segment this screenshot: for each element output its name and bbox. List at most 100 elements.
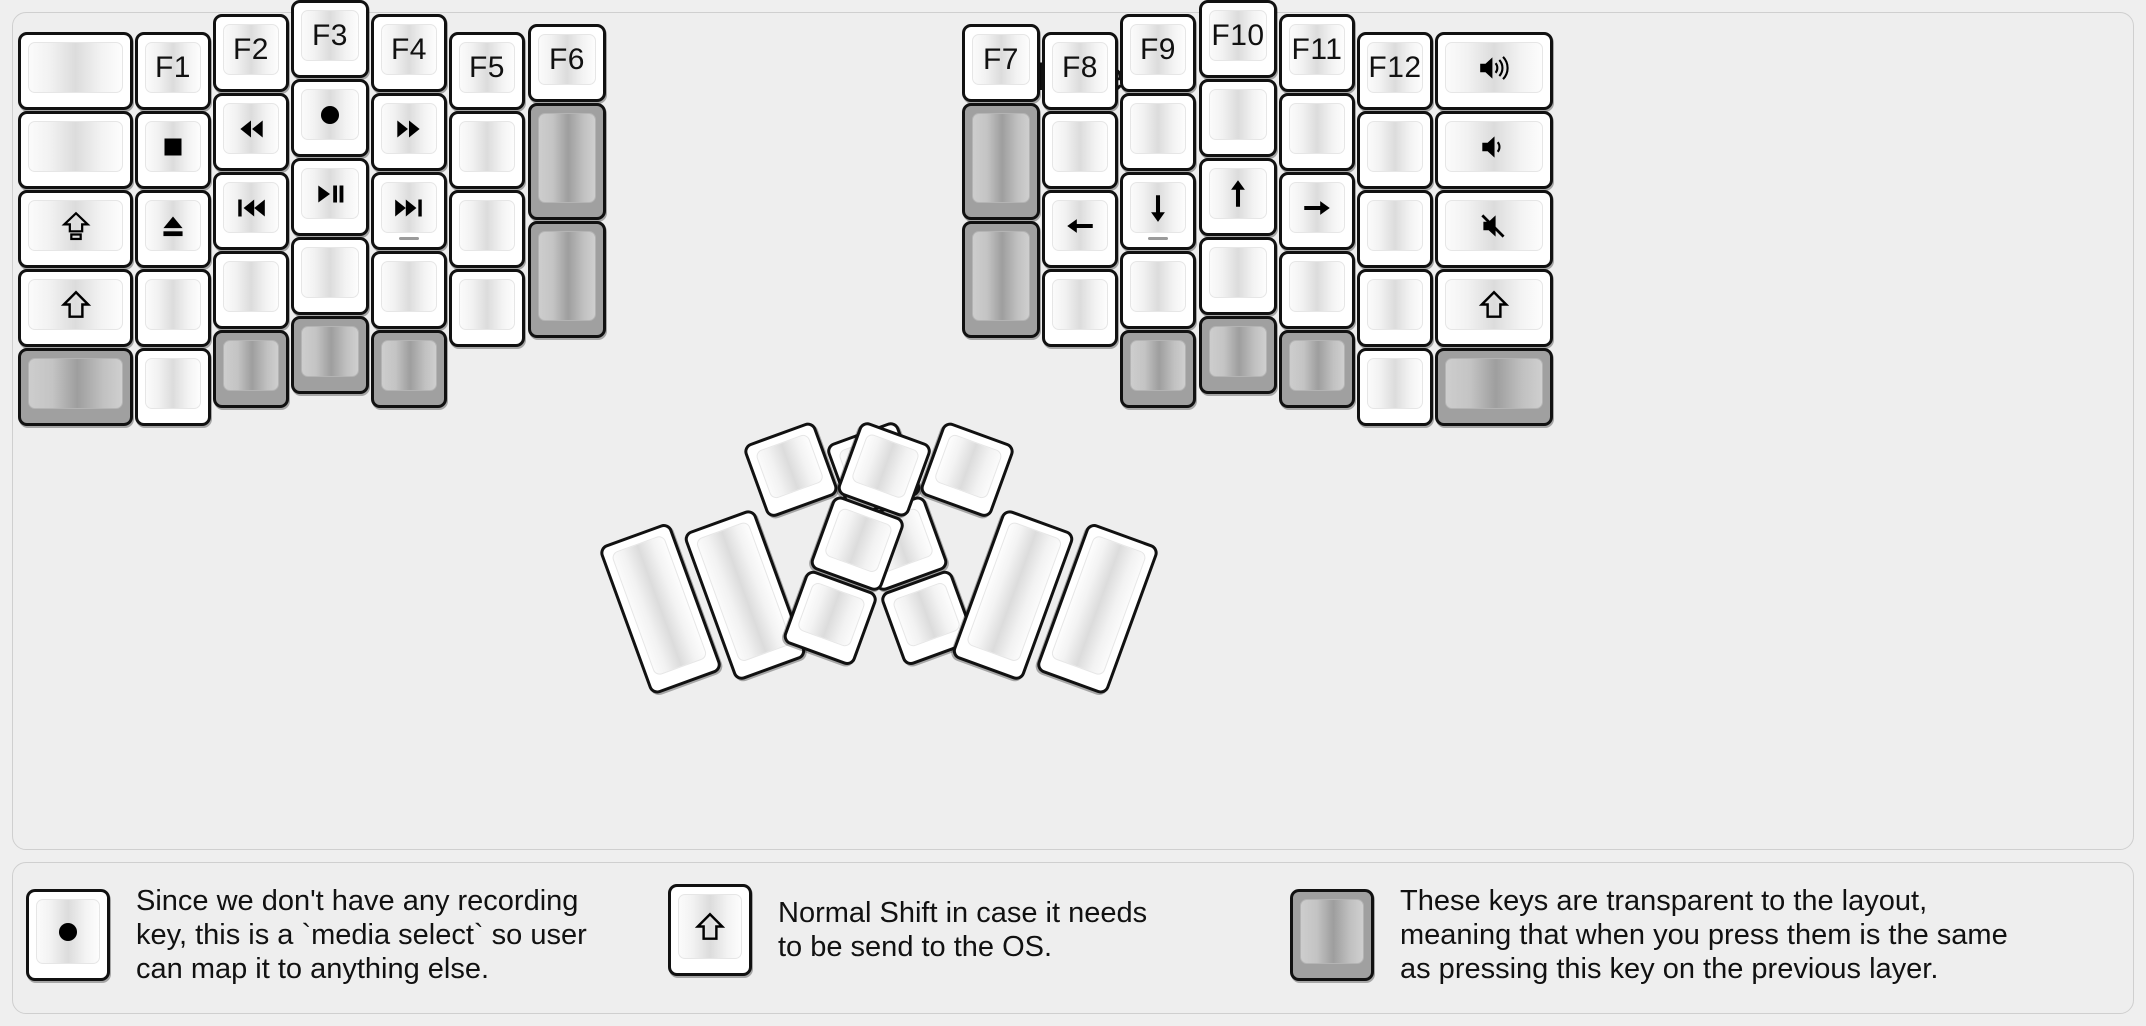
right-col-pinky-outer-key-2[interactable] — [1435, 111, 1553, 189]
left-col-middle-key-4[interactable] — [291, 237, 369, 315]
right-col-pinky-outer-key-4[interactable] — [1435, 269, 1553, 347]
keycap-face — [1130, 261, 1186, 312]
left-col-index-key-2[interactable] — [371, 93, 447, 171]
right-col-middle-key-2[interactable] — [1199, 79, 1277, 157]
right-col-middle-key-3[interactable] — [1199, 158, 1277, 236]
keycap-face: F9 — [1130, 24, 1186, 75]
keycap-face — [1367, 121, 1423, 172]
right-col-ring-key-4[interactable] — [1279, 251, 1355, 329]
left-col-middle-key-1[interactable]: F3 — [291, 0, 369, 78]
key-label: F2 — [232, 32, 269, 66]
right-col-pinky-key-2[interactable] — [1357, 111, 1433, 189]
left-col-pinky-key-3[interactable] — [135, 190, 211, 268]
right-col-pinky-key-3[interactable] — [1357, 190, 1433, 268]
keycap-face — [1445, 42, 1543, 93]
left-col-index-key-3[interactable] — [371, 172, 447, 250]
right-col-middle-key-1[interactable]: F10 — [1199, 0, 1277, 78]
keycap-face — [823, 506, 894, 574]
left-col-index-inner-key-3[interactable] — [449, 190, 525, 268]
arrow-left-icon — [1063, 209, 1097, 243]
left-col-index-key-5[interactable] — [371, 330, 447, 408]
left-col-ring-key-4[interactable] — [213, 251, 289, 329]
arrow-down-icon — [1141, 191, 1175, 225]
right-col-ring-key-1[interactable]: F11 — [1279, 14, 1355, 92]
left-col-ring-key-5[interactable] — [213, 330, 289, 408]
keycap-face: F11 — [1289, 24, 1345, 75]
keycap-face — [1289, 261, 1345, 312]
volume-up-icon — [1477, 51, 1511, 85]
right-col-ring-key-5[interactable] — [1279, 330, 1355, 408]
left-col-index-inner-key-1[interactable]: F5 — [449, 32, 525, 110]
right-col-index-key-2[interactable] — [1120, 93, 1196, 171]
left-col-pinky-outer-key-4[interactable] — [18, 269, 133, 347]
right-col-pinky-outer-key-3[interactable] — [1435, 190, 1553, 268]
left-col-index-key-1[interactable]: F4 — [371, 14, 447, 92]
right-col-index-key-1[interactable]: F9 — [1120, 14, 1196, 92]
left-col-pinky-outer-key-1[interactable] — [18, 32, 133, 110]
left-col-pinky-outer-key-5[interactable] — [18, 348, 133, 426]
right-col-pinky-key-1[interactable]: F12 — [1357, 32, 1433, 110]
right-col-index-key-4[interactable] — [1120, 251, 1196, 329]
legend-key-transparent — [1290, 889, 1374, 982]
keycap-face — [538, 231, 596, 321]
right-col-index-key-3[interactable] — [1120, 172, 1196, 250]
keycap-face — [972, 113, 1030, 203]
left-col-middle-key-5[interactable] — [291, 316, 369, 394]
left-col-pinky-key-1[interactable]: F1 — [135, 32, 211, 110]
keycap-face — [381, 182, 437, 233]
keycap-face — [28, 200, 123, 251]
keycap-face — [1209, 168, 1267, 219]
left-col-ring-key-2[interactable] — [213, 93, 289, 171]
left-col-pinky-key-5[interactable] — [135, 348, 211, 426]
right-col-index-inner-key-4[interactable] — [1042, 269, 1118, 347]
right-col-middle-key-4[interactable] — [1199, 237, 1277, 315]
right-col-index-inner-key-1[interactable]: F8 — [1042, 32, 1118, 110]
left-col-pinky-outer-key-2[interactable] — [18, 111, 133, 189]
homing-bar — [399, 237, 419, 240]
key-label: F5 — [468, 50, 505, 84]
shift-arrow-icon — [1477, 288, 1511, 322]
right-col-index-inner-key-3[interactable] — [1042, 190, 1118, 268]
keycap-face — [1289, 182, 1345, 233]
caps-lock-icon — [59, 209, 93, 243]
left-col-ring-key-3[interactable] — [213, 172, 289, 250]
keycap-face — [36, 899, 100, 965]
left-col-inner-key-3[interactable] — [528, 221, 606, 338]
left-col-index-inner-key-4[interactable] — [449, 269, 525, 347]
right-col-pinky-outer-key-5[interactable] — [1435, 348, 1553, 426]
right-col-index-key-5[interactable] — [1120, 330, 1196, 408]
left-col-middle-key-3[interactable] — [291, 158, 369, 236]
left-col-pinky-key-4[interactable] — [135, 269, 211, 347]
keycap-face — [1445, 279, 1543, 330]
keycap-face: F10 — [1209, 10, 1267, 61]
keycap-face — [28, 279, 123, 330]
arrow-up-icon — [1221, 177, 1255, 211]
right-col-pinky-key-5[interactable] — [1357, 348, 1433, 426]
right-col-inner-key-2[interactable] — [962, 103, 1040, 220]
keycap-face — [459, 121, 515, 172]
right-col-index-inner-key-2[interactable] — [1042, 111, 1118, 189]
left-col-pinky-outer-key-3[interactable] — [18, 190, 133, 268]
right-col-pinky-key-4[interactable] — [1357, 269, 1433, 347]
left-col-pinky-key-2[interactable] — [135, 111, 211, 189]
left-col-middle-key-2[interactable] — [291, 79, 369, 157]
keycap-face — [223, 261, 279, 312]
media-playpause-icon — [313, 177, 347, 211]
keycap-face — [933, 432, 1004, 501]
keycap-face — [223, 340, 279, 391]
right-col-ring-key-3[interactable] — [1279, 172, 1355, 250]
right-col-inner-key-3[interactable] — [962, 221, 1040, 338]
keycap-face — [1052, 200, 1108, 251]
keycap-face — [145, 200, 201, 251]
right-col-pinky-outer-key-1[interactable] — [1435, 32, 1553, 110]
right-col-ring-key-2[interactable] — [1279, 93, 1355, 171]
right-col-inner-key-1[interactable]: F7 — [962, 24, 1040, 102]
keycap-face — [754, 432, 825, 501]
left-col-inner-key-1[interactable]: F6 — [528, 24, 606, 102]
left-col-index-key-4[interactable] — [371, 251, 447, 329]
left-col-ring-key-1[interactable]: F2 — [213, 14, 289, 92]
right-col-middle-key-5[interactable] — [1199, 316, 1277, 394]
left-col-index-inner-key-2[interactable] — [449, 111, 525, 189]
left-col-inner-key-2[interactable] — [528, 103, 606, 220]
legend-text-2: Normal Shift in case it needs to be send… — [778, 896, 1148, 963]
